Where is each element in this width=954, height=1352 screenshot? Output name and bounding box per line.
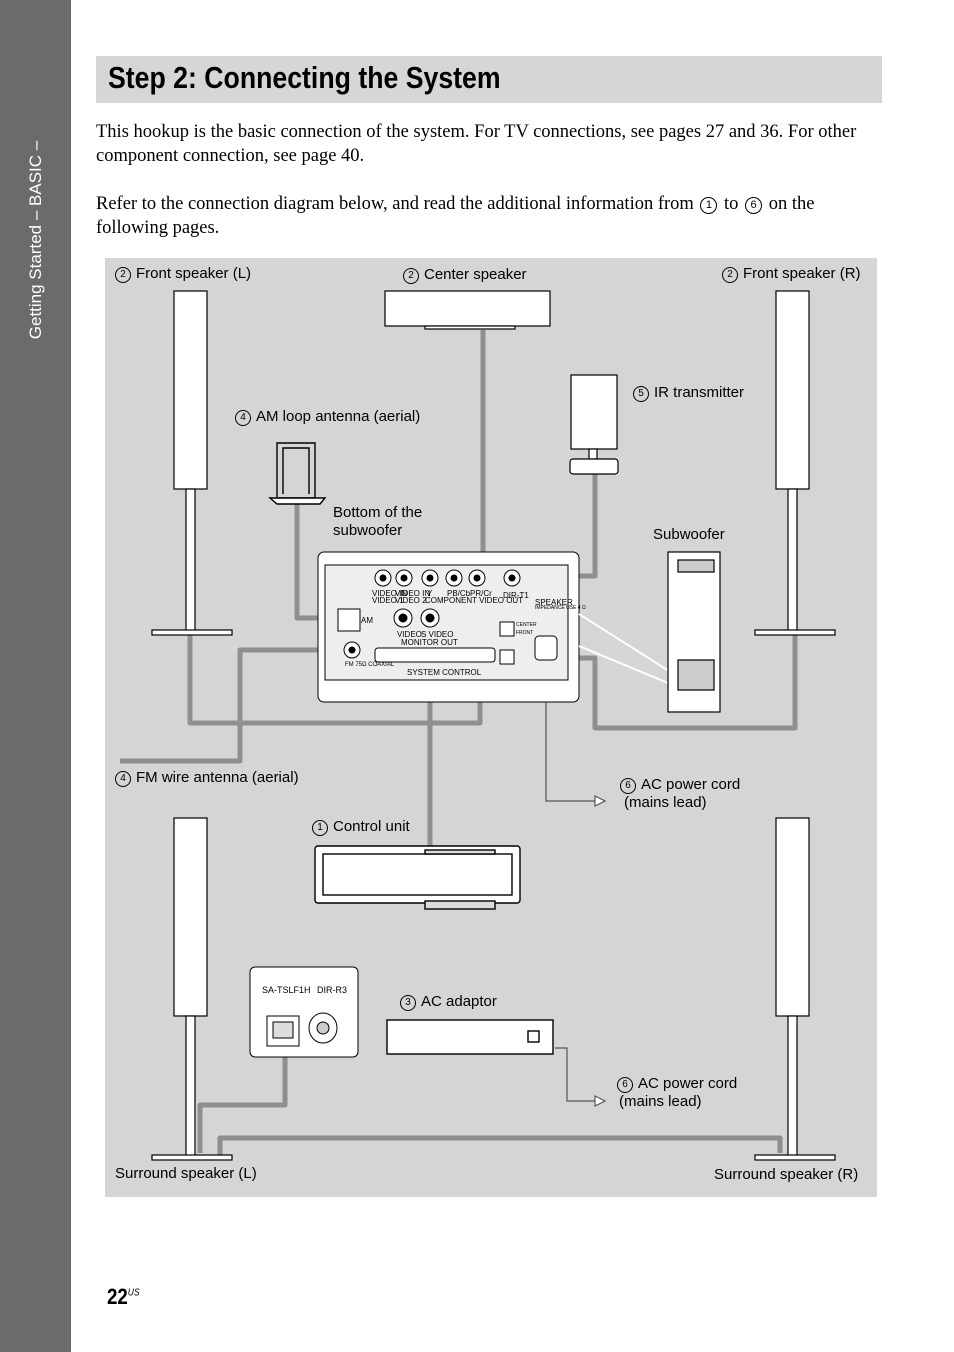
control-unit-device bbox=[314, 845, 521, 910]
sidebar: Getting Started – BASIC – bbox=[0, 0, 71, 1352]
panel-impedance: IMPEDANCE USE 4 Ω bbox=[535, 605, 586, 611]
am-loop-antenna bbox=[268, 442, 327, 505]
page-suffix: US bbox=[127, 1287, 140, 1299]
page-number: 22US bbox=[107, 1284, 140, 1309]
panel-system-control: SYSTEM CONTROL bbox=[407, 668, 482, 677]
label-surround-right: Surround speaker (R) bbox=[714, 1166, 859, 1183]
panel-video-2: VIDEO 2 bbox=[395, 596, 427, 605]
panel-front: FRONT bbox=[516, 630, 534, 636]
ref-text-end: on the following pages. bbox=[96, 194, 815, 238]
diagram-graphics bbox=[120, 290, 836, 1161]
panel-video-1: VIDEO 1 bbox=[372, 596, 404, 605]
surround-right-speaker bbox=[754, 817, 836, 1161]
panel-s-video: S VIDEO bbox=[421, 630, 454, 639]
panel-dir-t1: DIR-T1 bbox=[503, 591, 529, 600]
inset-box bbox=[249, 966, 359, 1058]
panel-y: Y bbox=[427, 589, 433, 598]
panel-pb: PB/Cb bbox=[447, 589, 471, 598]
panel-component-video-out: COMPONENT VIDEO OUT bbox=[425, 596, 524, 605]
label-subwoofer: Subwoofer bbox=[653, 526, 725, 543]
front-left-speaker bbox=[151, 290, 233, 636]
panel-am: AM bbox=[361, 616, 373, 625]
reference-paragraph: Refer to the connection diagram below, a… bbox=[96, 192, 886, 240]
section-label: Getting Started – BASIC – bbox=[26, 140, 45, 340]
panel-speaker: SPEAKER bbox=[535, 598, 573, 607]
ac-cord-adaptor bbox=[555, 1047, 595, 1102]
subwoofer-device bbox=[667, 551, 721, 713]
surround-left-speaker bbox=[151, 817, 233, 1161]
panel-monitor-out: MONITOR OUT bbox=[401, 638, 458, 647]
ref-text-start: Refer to the connection diagram below, a… bbox=[96, 194, 694, 214]
front-right-speaker bbox=[754, 290, 836, 636]
inset-dir-r3: DIR-R3 bbox=[317, 985, 348, 995]
panel-video: VIDEO bbox=[397, 630, 422, 639]
center-speaker bbox=[384, 290, 551, 330]
zoom-lines bbox=[578, 613, 681, 689]
inset-sa-tslf1h: SA-TSLF1H bbox=[262, 985, 311, 995]
fm-antenna-cable bbox=[120, 647, 345, 764]
panel-fm: FM 75Ω COAXIAL bbox=[345, 662, 395, 668]
ref-text-to: to bbox=[724, 194, 739, 214]
panel-video-in-1: VIDEO IN bbox=[372, 589, 408, 598]
ref-num-from: 1 bbox=[700, 197, 718, 214]
ref-num-to: 6 bbox=[745, 197, 763, 214]
surround-cable-1 bbox=[197, 1028, 288, 1153]
page-title: Step 2: Connecting the System bbox=[108, 60, 501, 95]
front-right-cable bbox=[575, 628, 798, 731]
panel-center: CENTER bbox=[516, 622, 537, 628]
subwoofer-panel bbox=[317, 551, 580, 703]
panel-video-in-2: VIDEO IN bbox=[395, 589, 431, 598]
surround-cable-2 bbox=[217, 1135, 783, 1158]
label-surround-left: Surround speaker (L) bbox=[115, 1165, 257, 1182]
ir-transmitter-device bbox=[569, 374, 619, 475]
title-bar: Step 2: Connecting the System bbox=[96, 56, 882, 103]
panel-pr: PR/Cr bbox=[470, 589, 492, 598]
ac-adaptor-device bbox=[386, 1019, 554, 1055]
intro-paragraph: This hookup is the basic connection of t… bbox=[96, 122, 857, 166]
